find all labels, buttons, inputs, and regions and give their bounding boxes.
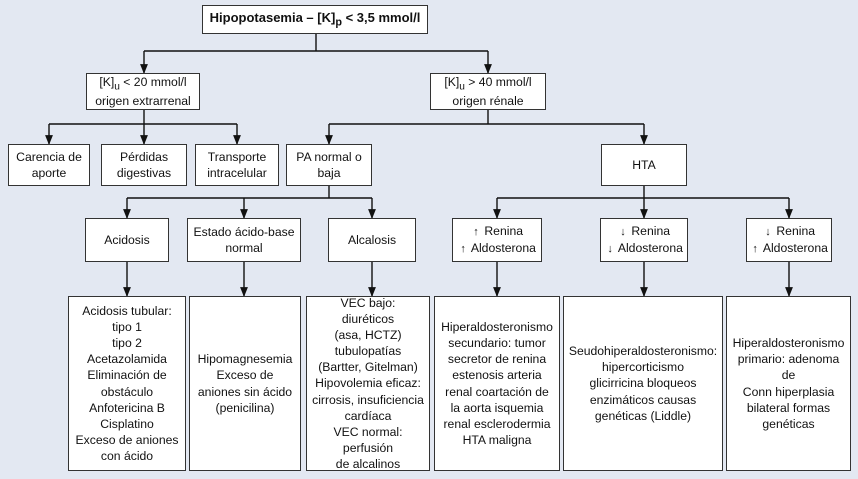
arrow-down-icon: ↓ bbox=[765, 226, 771, 239]
node-extrarrenal: [K]u < 20 mmol/l origen extrarrenal bbox=[86, 73, 200, 110]
node-pa-normal-baja: PA normal o baja bbox=[286, 144, 372, 186]
node-hta: HTA bbox=[601, 144, 687, 186]
detail-acido-base-normal: Hipomagnesemia Exceso de aniones sin áci… bbox=[189, 296, 301, 471]
node-carencia-aporte: Carencia de aporte bbox=[8, 144, 90, 186]
node-renina-baja-aldo-alta: ↓ Renina ↑ Aldosterona bbox=[746, 218, 832, 262]
node-alcalosis: Alcalosis bbox=[328, 218, 416, 262]
node-renina-baja-aldo-baja: ↓ Renina ↓ Aldosterona bbox=[600, 218, 688, 262]
detail-hiperaldosteronismo-primario: Hiperaldosteronismo primario: adenoma de… bbox=[726, 296, 851, 471]
arrow-down-icon: ↓ bbox=[607, 243, 613, 255]
arrow-up-icon: ↑ bbox=[460, 243, 466, 255]
node-estado-acido-base-normal: Estado ácido-base normal bbox=[187, 218, 301, 262]
node-transporte-intracelular: Transporte intracelular bbox=[195, 144, 279, 186]
node-renina-alta: ↑ Renina ↑ Aldosterona bbox=[452, 218, 542, 262]
detail-alcalosis: VEC bajo: diuréticos (asa, HCTZ) tubulop… bbox=[306, 296, 430, 471]
arrow-up-icon: ↑ bbox=[752, 243, 758, 255]
detail-acidosis: Acidosis tubular: tipo 1 tipo 2 Acetazol… bbox=[68, 296, 186, 471]
node-renal: [K]u > 40 mmol/l origen rénale bbox=[430, 73, 546, 110]
node-perdidas-digestivas: Pérdidas digestivas bbox=[101, 144, 187, 186]
arrow-up-icon: ↑ bbox=[473, 226, 479, 239]
root-node-hipopotasemia: Hipopotasemia – [K]p < 3,5 mmol/l bbox=[202, 5, 428, 34]
detail-seudohiperaldosteronismo: Seudohiperaldosteronismo: hipercorticism… bbox=[563, 296, 723, 471]
detail-hiperaldosteronismo-secundario: Hiperaldosteronismo secundario: tumor se… bbox=[434, 296, 560, 471]
node-acidosis: Acidosis bbox=[85, 218, 169, 262]
arrow-down-icon: ↓ bbox=[620, 226, 626, 239]
